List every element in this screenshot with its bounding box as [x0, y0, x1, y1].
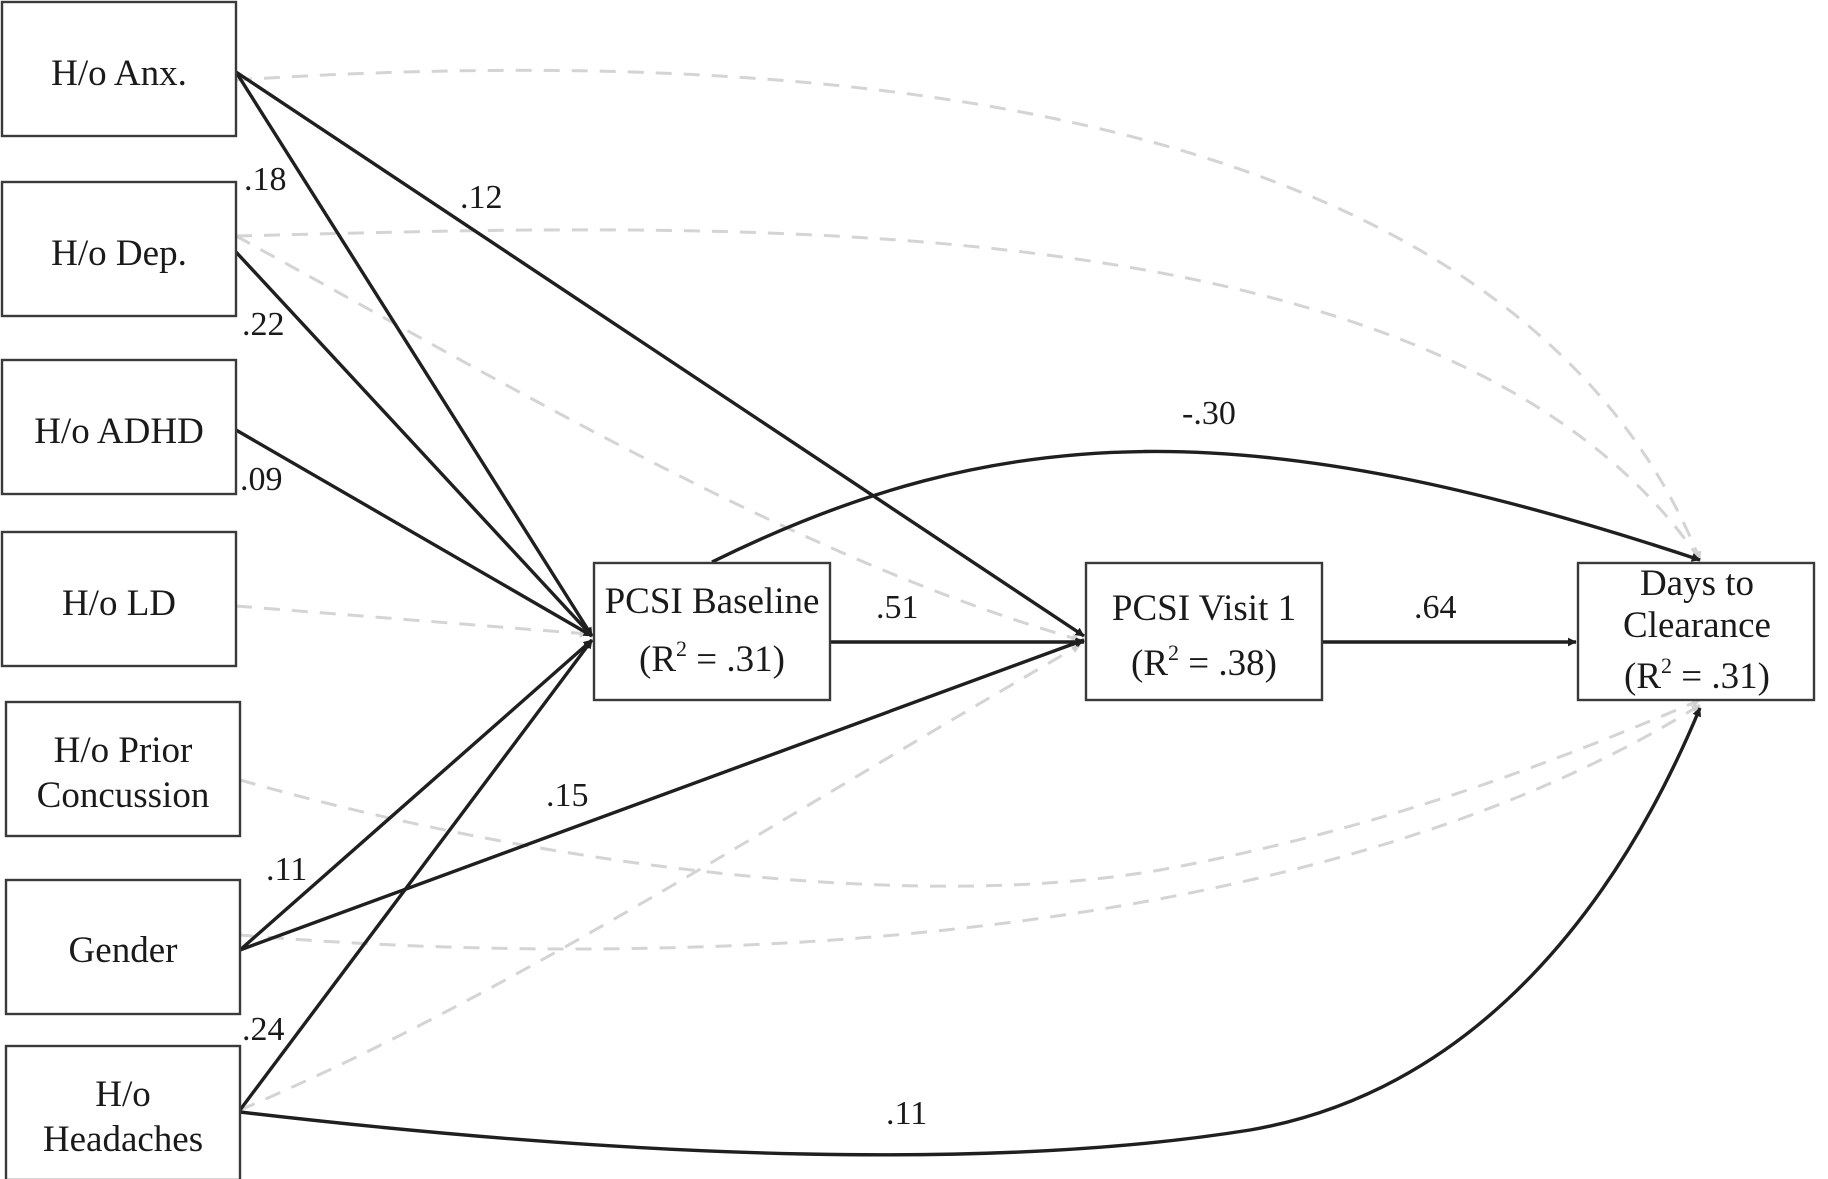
path-prior-to-days-dashed	[239, 698, 1701, 888]
path-adhd-to-baseline	[235, 428, 593, 638]
coef-baseline-days: -.30	[1182, 395, 1236, 432]
coef-gender-baseline: .11	[266, 851, 307, 888]
node-dep: H/o Dep.	[0, 180, 238, 318]
path-anx-to-days-dashed	[235, 68, 1702, 561]
coef-anx-baseline: .18	[244, 161, 287, 198]
coef-headaches-days: .11	[886, 1095, 927, 1132]
path-headaches-to-days	[239, 707, 1702, 1157]
coef-adhd-baseline: .09	[240, 461, 283, 498]
coef-baseline-visit1: .51	[876, 589, 919, 626]
nonsignificant-paths	[235, 68, 1702, 1112]
path-baseline-to-days	[711, 449, 1701, 564]
node-days-to-clearance: Days to Clearance (R2 = .31)	[1576, 561, 1816, 702]
coefficient-labels: .18 .12 .22 .09 -.30 .51 .64 .15 .11 .24…	[240, 161, 1457, 1132]
node-prior-label-line1: H/o Prior	[54, 730, 193, 771]
node-gender-label: Gender	[69, 930, 178, 971]
node-headaches-label-line1: H/o	[95, 1074, 151, 1115]
node-adhd-label: H/o ADHD	[34, 411, 204, 452]
path-gender-to-visit1	[239, 638, 1085, 952]
node-pcsi-baseline: PCSI Baseline (R2 = .31)	[592, 561, 832, 702]
path-ld-to-baseline-dashed	[235, 604, 589, 638]
node-headaches-label-line2: Headaches	[43, 1119, 203, 1160]
node-adhd: H/o ADHD	[0, 358, 238, 496]
node-days-r2: (R2 = .31)	[1624, 653, 1770, 697]
coef-headaches-baseline: .24	[242, 1011, 285, 1048]
node-days-label-line1: Days to	[1640, 563, 1754, 604]
node-ld: H/o LD	[0, 530, 238, 668]
node-days-label-line2: Clearance	[1623, 605, 1771, 646]
coef-dep-baseline: .22	[242, 306, 285, 343]
node-dep-label: H/o Dep.	[51, 233, 187, 274]
path-anx-to-baseline	[234, 71, 594, 637]
node-ld-label: H/o LD	[62, 583, 176, 624]
node-gender: Gender	[4, 878, 242, 1016]
node-visit1-label: PCSI Visit 1	[1112, 588, 1296, 629]
coef-visit1-days: .64	[1414, 589, 1457, 626]
path-headaches-to-visit1-dashed	[239, 643, 1081, 1112]
node-prior-label-line2: Concussion	[37, 775, 210, 816]
path-gender-to-days-dashed	[239, 703, 1701, 951]
coef-gender-visit1: .15	[546, 777, 589, 814]
node-prior-concussion: H/o Prior Concussion	[4, 700, 242, 838]
path-anx-to-visit1	[235, 70, 1085, 638]
node-visit1-r2: (R2 = .38)	[1131, 640, 1277, 684]
significant-paths	[234, 70, 1702, 1157]
node-anx-label: H/o Anx.	[51, 53, 187, 94]
node-anx: H/o Anx.	[0, 0, 238, 138]
path-dep-to-baseline	[234, 250, 594, 638]
node-pcsi-visit1: PCSI Visit 1 (R2 = .38)	[1084, 561, 1324, 702]
coef-anx-visit1: .12	[460, 179, 503, 216]
path-headaches-to-baseline	[238, 638, 594, 1112]
node-headaches: H/o Headaches	[4, 1044, 242, 1179]
path-gender-to-baseline	[238, 638, 594, 952]
path-dep-to-days-dashed	[235, 228, 1702, 561]
node-baseline-label: PCSI Baseline	[605, 581, 820, 622]
node-baseline-r2: (R2 = .31)	[639, 636, 785, 680]
